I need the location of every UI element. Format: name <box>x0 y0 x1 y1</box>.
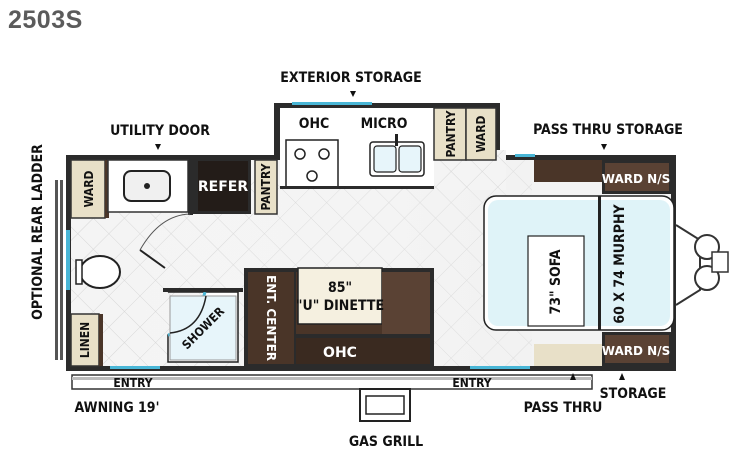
kitchen-slide <box>280 107 497 189</box>
entry-front-label: ENTRY <box>452 376 491 390</box>
hitch <box>675 224 729 306</box>
callout-arrows <box>155 91 625 380</box>
entry-rear-label: ENTRY <box>113 376 152 390</box>
rear-ladder <box>55 180 63 360</box>
bathroom <box>70 159 243 367</box>
pass-thru-label: PASS THRU <box>524 400 603 416</box>
storage-label: STORAGE <box>600 386 667 402</box>
ohc-top-label: OHC <box>299 116 330 132</box>
ward-ns-bottom-label: WARD N/S <box>602 344 670 358</box>
pantry-side-label: PANTRY <box>259 163 273 210</box>
ward-rear-label: WARD <box>82 170 96 207</box>
exterior-storage-label: EXTERIOR STORAGE <box>280 70 421 86</box>
bedroom <box>483 160 675 366</box>
ward-top-label: WARD <box>474 115 488 152</box>
awning-label: AWNING 19' <box>75 400 160 416</box>
model-title: 2503S <box>8 6 83 34</box>
murphy-label: 60 X 74 MURPHY <box>612 203 628 323</box>
ward-ns-top-label: WARD N/S <box>602 172 670 186</box>
dinette-label: "U" DINETTE <box>296 298 384 314</box>
kitchen-rear <box>193 156 278 215</box>
pass-thru-storage-label: PASS THRU STORAGE <box>533 122 683 138</box>
ent-center-label: ENT. CENTER <box>264 275 278 361</box>
sofa-label: 73" SOFA <box>548 249 564 314</box>
awning <box>71 374 593 390</box>
refer-label: REFER <box>198 179 248 195</box>
linen-label: LINEN <box>78 322 92 358</box>
windows <box>66 102 535 369</box>
gas-grill-label: GAS GRILL <box>349 434 423 450</box>
pantry-top-label: PANTRY <box>444 110 458 157</box>
ohc-bottom-label: OHC <box>323 345 357 361</box>
micro-label: MICRO <box>361 116 408 132</box>
dinette-size-label: 85" <box>328 280 352 296</box>
utility-door-label: UTILITY DOOR <box>110 123 210 139</box>
living-area <box>244 267 434 366</box>
rear-ladder-label: OPTIONAL REAR LADDER <box>30 144 46 320</box>
